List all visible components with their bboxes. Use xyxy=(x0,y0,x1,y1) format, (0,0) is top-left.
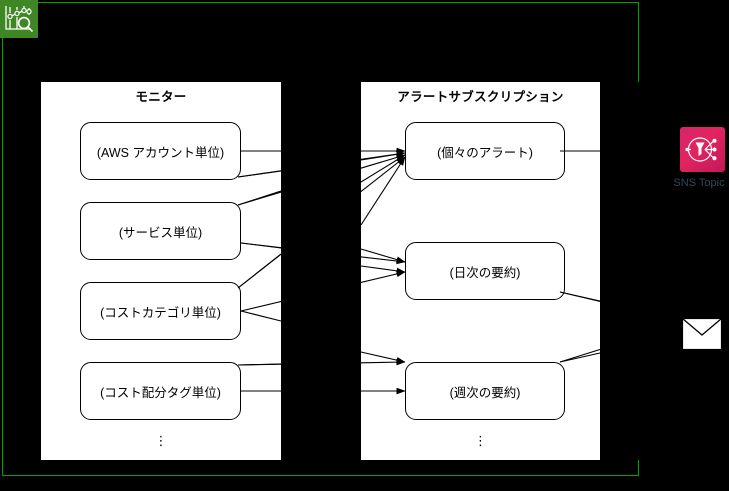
aws-cost-explorer-icon xyxy=(0,0,38,38)
node-cost-allocation-tag-unit[interactable]: (コスト配分タグ単位) xyxy=(80,362,241,420)
group-monitor-title: モニター xyxy=(135,90,187,104)
node-cost-category-unit[interactable]: (コストカテゴリ単位) xyxy=(80,282,241,340)
node-individual-alert[interactable]: (個々のアラート) xyxy=(405,122,565,180)
node-aws-account-unit[interactable]: (AWS アカウント単位) xyxy=(80,122,241,180)
monitor-more-indicator: ⋮ xyxy=(154,433,168,448)
gap-mask-right xyxy=(600,82,641,460)
node-service-unit[interactable]: (サービス単位) xyxy=(80,202,241,260)
gap-mask-center xyxy=(281,82,361,460)
subscriptions-more-indicator: ⋮ xyxy=(474,433,487,448)
group-subscriptions-title: アラートサブスクリプション xyxy=(397,90,564,104)
node-daily-summary[interactable]: (日次の要約) xyxy=(405,242,565,300)
group-alert-subscriptions: アラートサブスクリプション (個々のアラート) (日次の要約) (週次の要約) … xyxy=(361,82,600,460)
envelope-icon xyxy=(682,318,722,350)
sns-topic-label: SNS Topic xyxy=(673,177,725,189)
node-weekly-summary[interactable]: (週次の要約) xyxy=(405,362,565,420)
group-monitor: モニター (AWS アカウント単位) (サービス単位) (コストカテゴリ単位) … xyxy=(41,82,281,460)
sns-topic-icon[interactable] xyxy=(680,127,725,172)
